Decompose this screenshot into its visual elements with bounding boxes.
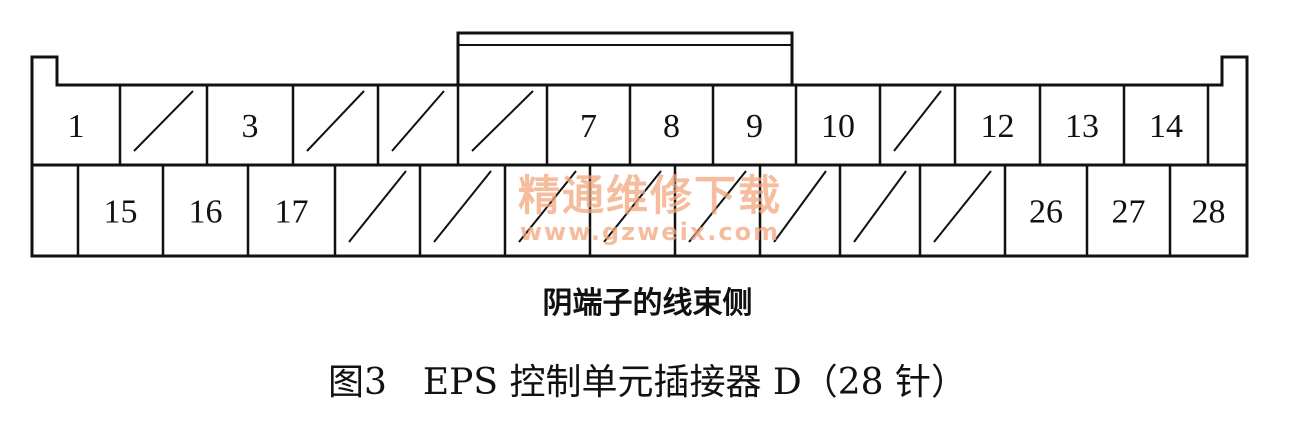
empty-pin-cell (518, 170, 577, 243)
empty-pin-cell (773, 170, 827, 243)
empty-pin-slash (433, 170, 492, 243)
empty-pin-slash (518, 170, 577, 243)
empty-pin-cell (133, 90, 194, 152)
empty-pin-slash (773, 170, 827, 243)
pin-number: 28 (1192, 194, 1226, 231)
pin-cell: 14 (1149, 108, 1183, 145)
empty-pin-cell (471, 90, 534, 152)
empty-pin-cell (933, 170, 992, 243)
pin-cell: 9 (746, 108, 763, 145)
pin-number: 3 (242, 108, 259, 145)
empty-pin-slash (603, 170, 662, 243)
pin-cell: 8 (663, 108, 680, 145)
empty-pin-cell (853, 170, 907, 243)
pin-cell: 17 (275, 194, 309, 231)
pin-number: 27 (1112, 194, 1146, 231)
empty-pin-slash (348, 170, 407, 243)
pin-number: 15 (104, 194, 138, 231)
pin-cell: 1 (68, 108, 85, 145)
connector-housing (30, 55, 1249, 258)
pin-cell: 28 (1192, 194, 1226, 231)
pin-cell: 16 (189, 194, 223, 231)
pin-cell: 12 (981, 108, 1015, 145)
pin-number: 12 (981, 108, 1015, 145)
empty-pin-slash (933, 170, 992, 243)
empty-pin-cell (348, 170, 407, 243)
pin-number: 9 (746, 108, 763, 145)
empty-pin-cell (893, 90, 942, 152)
empty-pin-slash (893, 90, 942, 152)
subcaption: 阴端子的线束侧 (542, 286, 753, 321)
pin-number: 13 (1065, 108, 1099, 145)
pin-cell: 7 (580, 108, 597, 145)
empty-pin-slash (133, 90, 194, 152)
pin-number: 1 (68, 108, 85, 145)
empty-pin-slash (471, 90, 534, 152)
empty-pin-cell (306, 90, 365, 152)
empty-pin-slash (853, 170, 907, 243)
empty-pin-cell (433, 170, 492, 243)
figure-caption: 图3 EPS 控制单元插接器 D（28 针） (327, 362, 968, 403)
pin-cell: 26 (1029, 194, 1063, 231)
empty-pin-slash (688, 170, 747, 243)
empty-pin-slash (306, 90, 365, 152)
pin-number: 10 (821, 108, 855, 145)
pin-cell: 3 (242, 108, 259, 145)
empty-pin-cell (603, 170, 662, 243)
pin-number: 7 (580, 108, 597, 145)
pin-cell: 27 (1112, 194, 1146, 231)
empty-pin-cell (391, 90, 445, 152)
pin-cell: 10 (821, 108, 855, 145)
locking-tab (456, 31, 794, 87)
pin-cell: 13 (1065, 108, 1099, 145)
pin-number: 16 (189, 194, 223, 231)
pin-number: 8 (663, 108, 680, 145)
pin-number: 26 (1029, 194, 1063, 231)
pin-number: 14 (1149, 108, 1183, 145)
empty-pin-slash (391, 90, 445, 152)
pin-number: 17 (275, 194, 309, 231)
empty-pin-cell (688, 170, 747, 243)
pin-cell: 15 (104, 194, 138, 231)
